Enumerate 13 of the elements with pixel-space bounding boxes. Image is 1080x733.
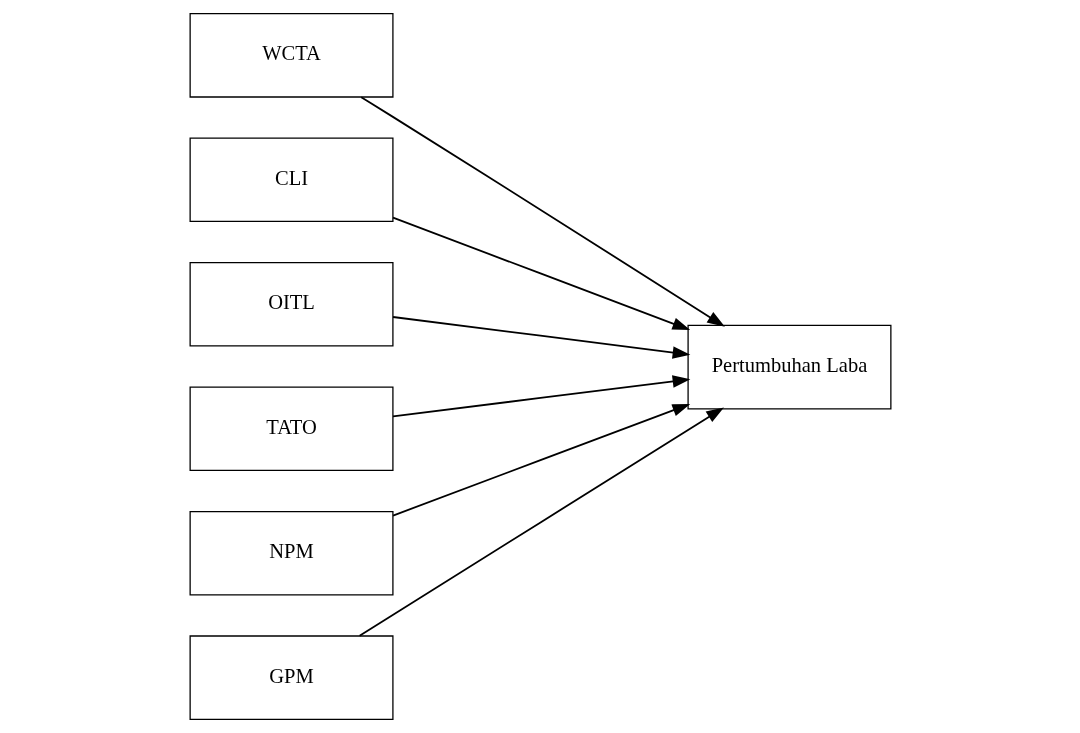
node-box: GPM [189, 635, 394, 721]
node-box: CLI [189, 137, 394, 223]
arrow [391, 375, 690, 418]
node-box: Pertumbuhan Laba [686, 324, 891, 410]
arrow [359, 96, 725, 327]
node-box: NPM [189, 510, 394, 596]
node-box: WCTA [189, 12, 394, 98]
node-box: OITL [189, 261, 394, 347]
arrow [358, 407, 724, 637]
arrow [391, 403, 690, 517]
arrow [391, 316, 690, 359]
arrow [391, 216, 690, 331]
node-box: TATO [189, 386, 394, 472]
